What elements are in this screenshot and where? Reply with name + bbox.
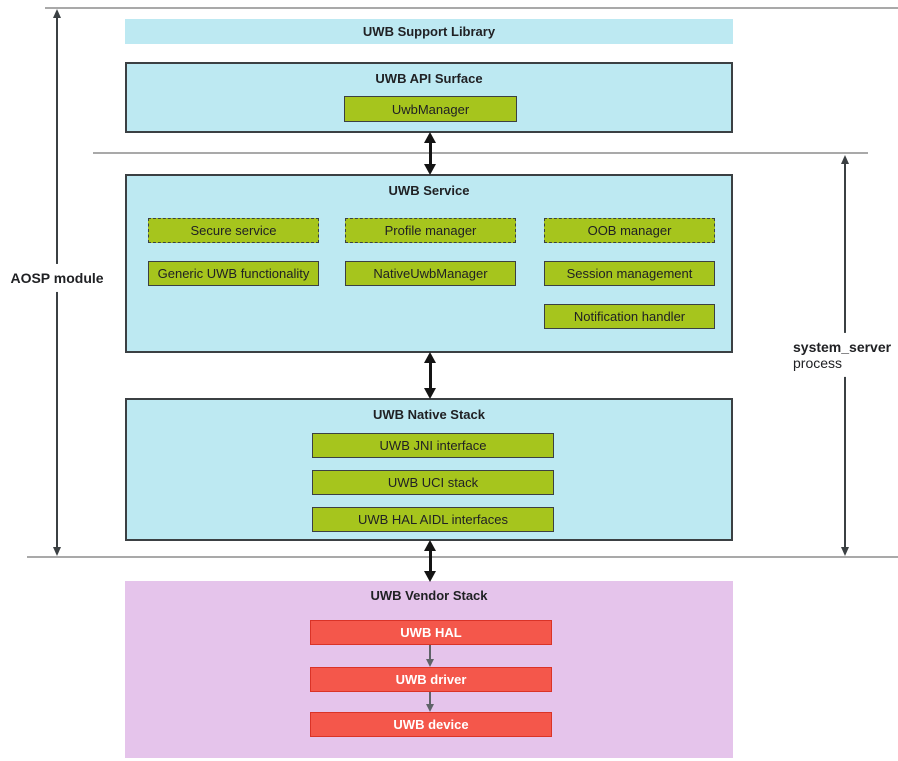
- hal-to-driver-arrow-icon: [425, 645, 435, 667]
- service-native-bidirectional-arrow-icon: [423, 352, 437, 399]
- notification-handler-box: Notification handler: [544, 304, 715, 329]
- uwbmanager-box: UwbManager: [344, 96, 517, 122]
- arrowhead-down-icon: [423, 388, 436, 399]
- arrow-shaft: [428, 361, 432, 390]
- uwb-native-stack-title: UWB Native Stack: [373, 407, 485, 422]
- uwb-native-stack-box: UWB Native Stack UWB JNI interface UWB U…: [125, 398, 733, 541]
- uwb-api-surface-title: UWB API Surface: [375, 71, 483, 86]
- generic-uwb-functionality-box: Generic UWB functionality: [148, 261, 319, 286]
- system-server-label-line2: process: [793, 355, 843, 371]
- uwb-service-box: UWB Service Secure service Profile manag…: [125, 174, 733, 353]
- system-server-boundary-line: [93, 152, 868, 154]
- arrow-shaft: [429, 645, 431, 662]
- native-vendor-bidirectional-arrow-icon: [423, 540, 437, 582]
- uwb-api-surface-box: UWB API Surface UwbManager: [125, 62, 733, 133]
- arrowhead-up-icon: [840, 155, 849, 164]
- uwb-vendor-stack-title: UWB Vendor Stack: [370, 588, 488, 603]
- uwb-driver-box: UWB driver: [310, 667, 552, 692]
- session-management-box: Session management: [544, 261, 715, 286]
- uwb-service-title: UWB Service: [388, 183, 470, 198]
- uwb-hal-box: UWB HAL: [310, 620, 552, 645]
- aosp-module-label: AOSP module: [6, 263, 108, 293]
- arrowhead-down-icon: [423, 164, 436, 175]
- profile-manager-box: Profile manager: [345, 218, 516, 243]
- uwb-jni-interface-box: UWB JNI interface: [312, 433, 554, 458]
- uwb-uci-stack-box: UWB UCI stack: [312, 470, 554, 495]
- secure-service-box: Secure service: [148, 218, 319, 243]
- top-boundary-line: [45, 7, 898, 9]
- arrowhead-down-icon: [425, 659, 434, 667]
- system-server-label-line1: system_server: [793, 338, 892, 355]
- uwb-support-library-box: UWB Support Library: [125, 19, 733, 44]
- uwb-hal-aidl-interfaces-box: UWB HAL AIDL interfaces: [312, 507, 554, 532]
- arrow-shaft: [429, 692, 431, 707]
- system-server-process-label: system_server process: [789, 332, 896, 378]
- native-uwb-manager-box: NativeUwbManager: [345, 261, 516, 286]
- arrow-shaft: [428, 141, 432, 166]
- driver-to-device-arrow-icon: [425, 692, 435, 712]
- uwb-device-box: UWB device: [310, 712, 552, 737]
- arrowhead-down-icon: [423, 571, 436, 582]
- arrowhead-up-icon: [423, 540, 436, 551]
- arrow-shaft: [428, 549, 432, 573]
- arrowhead-up-icon: [423, 132, 436, 143]
- arrowhead-up-icon: [52, 9, 61, 18]
- arrowhead-up-icon: [423, 352, 436, 363]
- oob-manager-box: OOB manager: [544, 218, 715, 243]
- api-service-bidirectional-arrow-icon: [423, 132, 437, 175]
- uwb-vendor-stack-box: UWB Vendor Stack UWB HAL UWB driver UWB …: [125, 581, 733, 758]
- uwb-support-library-title: UWB Support Library: [362, 24, 496, 39]
- arrowhead-down-icon: [52, 547, 61, 556]
- arrowhead-down-icon: [840, 547, 849, 556]
- vendor-boundary-line: [27, 556, 898, 558]
- arrowhead-down-icon: [425, 704, 434, 712]
